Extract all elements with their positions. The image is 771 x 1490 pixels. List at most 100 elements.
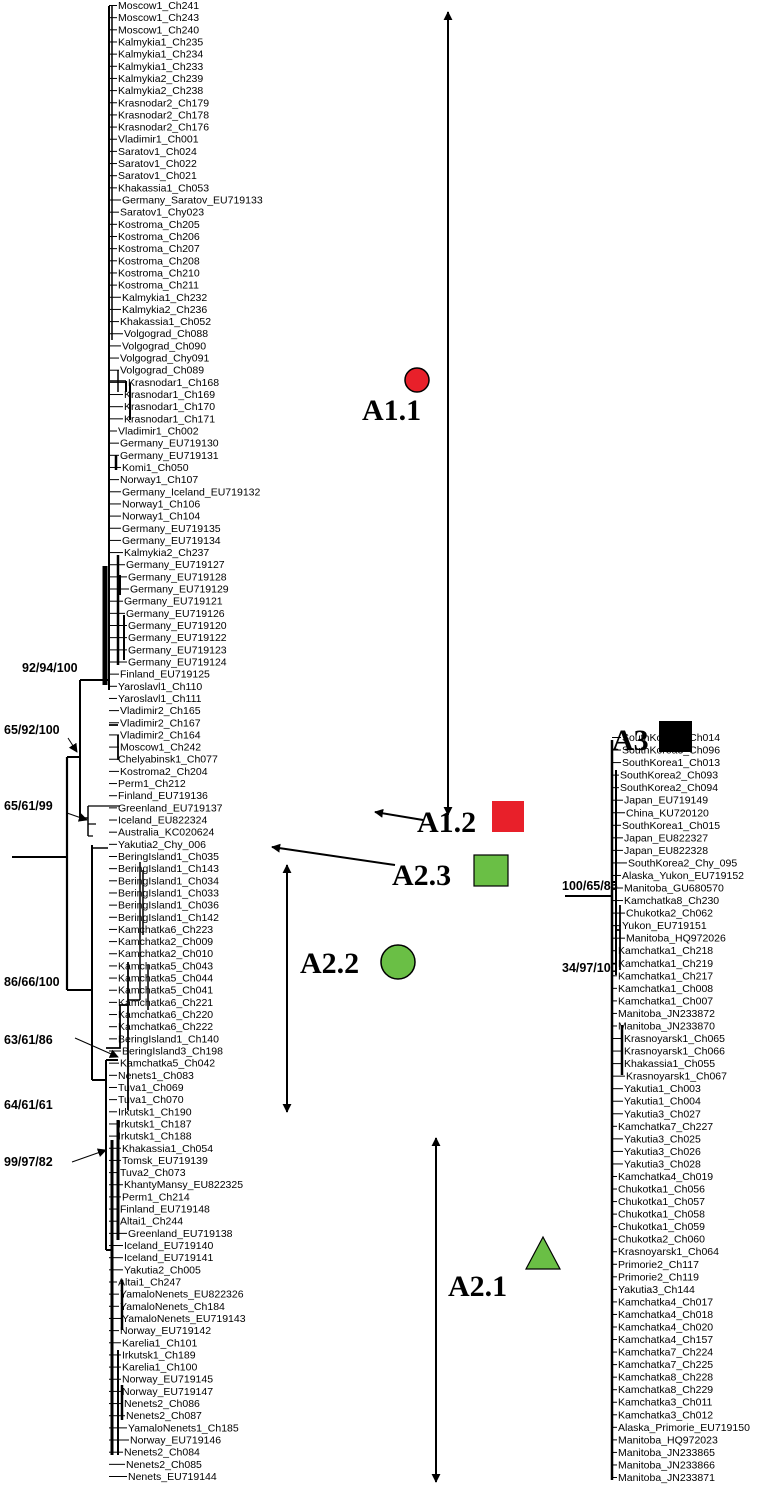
clade-label-a1-2: A1.2	[417, 806, 476, 839]
clade-a2-3-green-square-symbol	[473, 854, 509, 887]
support-value: 100/65/85	[562, 879, 618, 893]
leaf-label: Norway_EU719146	[130, 1435, 221, 1447]
clade-a2-3-pointer-arrow	[271, 843, 396, 866]
leaf-label: SouthKorea2_Chy_095	[628, 857, 737, 869]
clade-a1-1-red-circle-symbol	[404, 367, 430, 393]
leaf-label: Kamchatka6_Ch221	[118, 997, 213, 1009]
leaf-label: Chelyabinsk1_Ch077	[118, 754, 218, 766]
leaf-label: Krasnodar1_Ch169	[124, 389, 215, 401]
leaf-label: Germany_EU719129	[130, 584, 229, 596]
leaf-label: Kamchatka3_Ch011	[618, 1397, 713, 1409]
leaf-label: Khakassia1_Ch053	[118, 182, 209, 194]
leaf-label: Volgograd_Ch088	[124, 328, 208, 340]
leaf-label: BeringIsland1_Ch035	[118, 851, 219, 863]
leaf-label: Yaroslavl1_Ch110	[118, 681, 202, 693]
leaf-label: Germany_EU719121	[124, 596, 223, 608]
leaf-label: Norway1_Ch104	[122, 511, 200, 523]
leaf-label: Kamchatka6_Ch220	[118, 1009, 213, 1021]
clade-range-arrows	[271, 11, 453, 1483]
clade-label-a3: A3	[612, 724, 649, 757]
leaf-label: Kamchatka4_Ch020	[618, 1321, 713, 1333]
leaf-label: Yakutia3_Ch026	[624, 1146, 701, 1158]
leaf-label: Saratov1_Ch021	[118, 170, 197, 182]
leaf-label: Greenland_EU719138	[128, 1228, 233, 1240]
leaf-label: Yakutia3_Ch144	[618, 1284, 695, 1296]
leaf-label: Manitoba_HQ972023	[618, 1434, 718, 1446]
clade-a1-2-pointer-arrow	[374, 808, 424, 821]
leaf-label: Nenets2_Ch086	[124, 1398, 200, 1410]
leaf-label: Vladimir1_Ch002	[118, 425, 199, 437]
leaf-label: Yakutia3_Ch025	[624, 1133, 701, 1145]
leaf-label: Nenets2_Ch085	[126, 1459, 202, 1471]
clade-label-a1-1: A1.1	[362, 394, 421, 427]
leaf-label: Finland_EU719148	[120, 1204, 210, 1216]
leaf-label: Krasnoyarsk1_Ch067	[626, 1071, 727, 1083]
leaf-label: Chukotka1_Ch059	[618, 1221, 705, 1233]
leaf-label: Manitoba_JN233866	[618, 1459, 715, 1471]
leaf-label: Moscow1_Ch240	[118, 24, 199, 36]
leaf-label: Krasnoyarsk1_Ch065	[624, 1033, 725, 1045]
leaf-label: Moscow1_Ch243	[118, 12, 199, 24]
support-value: 64/61/61	[4, 1098, 53, 1112]
leaf-label: Chukotka1_Ch056	[618, 1184, 705, 1196]
leaf-label: Kalmykia1_Ch233	[118, 61, 203, 73]
leaf-label: Kamchatka7_Ch224	[618, 1347, 713, 1359]
leaf-label: Germany_Iceland_EU719132	[122, 486, 261, 498]
clade-a3-black-square-symbol	[659, 721, 692, 752]
leaf-label: KhantyMansy_EU822325	[124, 1179, 243, 1191]
clade-a2-2-green-circle-symbol	[380, 944, 416, 980]
leaf-label: Manitoba_JN233865	[618, 1447, 715, 1459]
leaf-label: Yakutia1_Ch003	[624, 1083, 701, 1095]
leaf-label: Karelia1_Ch100	[122, 1362, 197, 1374]
leaf-label: Kamchatka1_Ch218	[618, 945, 713, 957]
leaf-label: Greenland_EU719137	[118, 802, 223, 814]
leaf-label: Yakutia3_Ch028	[624, 1158, 701, 1170]
leaf-label: Kostroma_Ch207	[118, 243, 200, 255]
leaf-label: BeringIsland3_Ch198	[122, 1046, 223, 1058]
leaf-label: Krasnodar1_Ch171	[124, 413, 215, 425]
leaf-label: Kamchatka8_Ch229	[618, 1384, 713, 1396]
leaf-label: Khakassia1_Ch055	[624, 1058, 715, 1070]
leaf-label: Saratov1_Ch022	[118, 158, 197, 170]
leaf-label: BeringIsland1_Ch036	[118, 900, 219, 912]
leaf-label: Irkutsk1_Ch188	[118, 1131, 192, 1143]
leaf-label: Manitoba_GU680570	[624, 883, 724, 895]
leaf-label: Yakutia2_Chy_006	[118, 839, 206, 851]
leaf-label: Volgograd_Chy091	[120, 353, 209, 365]
clade-labels: A1.1 A1.2 A2.3 A2.2 A2.1 A3	[300, 367, 692, 1303]
leaf-label: Khakassia1_Ch054	[122, 1143, 213, 1155]
leaf-label: Kostroma_Ch205	[118, 219, 200, 231]
leaf-label: Tomsk_EU719139	[122, 1155, 208, 1167]
leaf-label: SouthKorea1_Ch015	[622, 820, 720, 832]
leaf-label: Tuva1_Ch070	[118, 1094, 184, 1106]
leaf-label: Saratov1_Ch024	[118, 146, 197, 158]
leaf-label: Germany_EU719122	[128, 632, 227, 644]
leaf-label: China_KU720120	[626, 807, 709, 819]
support-value: 86/66/100	[4, 975, 60, 989]
leaf-label: Krasnoyarsk1_Ch066	[624, 1046, 725, 1058]
leaf-label: Tuva2_Ch073	[120, 1167, 186, 1179]
left-leaf-labels: Moscow1_Ch241Moscow1_Ch243Moscow1_Ch240K…	[109, 0, 263, 1483]
leaf-label: Kamchatka3_Ch012	[618, 1409, 713, 1421]
leaf-label: Kamchatka1_Ch008	[618, 983, 713, 995]
right-tree-branches	[565, 740, 624, 1480]
leaf-label: Kamchatka6_Ch223	[118, 924, 213, 936]
leaf-label: Germany_EU719134	[122, 535, 221, 547]
leaf-label: Norway_EU719147	[122, 1386, 213, 1398]
leaf-label: Irkutsk1_Ch190	[118, 1106, 192, 1118]
leaf-label: Irkutsk1_Ch187	[118, 1118, 192, 1130]
leaf-label: Kamchatka8_Ch228	[618, 1372, 713, 1384]
leaf-label: Yaroslavl1_Ch111	[118, 693, 202, 705]
leaf-label: Iceland_EU719140	[124, 1240, 213, 1252]
leaf-label: Germany_EU719124	[128, 656, 227, 668]
leaf-label: Krasnodar2_Ch178	[118, 109, 209, 121]
clade-a2-1-green-triangle-symbol	[525, 1235, 561, 1270]
leaf-label: Kalmykia1_Ch234	[118, 49, 203, 61]
leaf-label: Kamchatka7_Ch225	[618, 1359, 713, 1371]
leaf-label: Kalmykia1_Ch235	[118, 36, 203, 48]
leaf-label: YamaloNenets1_Ch185	[128, 1422, 239, 1434]
leaf-label: BeringIsland1_Ch033	[118, 887, 219, 899]
leaf-label: Saratov1_Chy023	[120, 207, 204, 219]
leaf-label: Germany_EU719123	[128, 644, 227, 656]
leaf-label: Kostroma_Ch211	[118, 280, 199, 292]
